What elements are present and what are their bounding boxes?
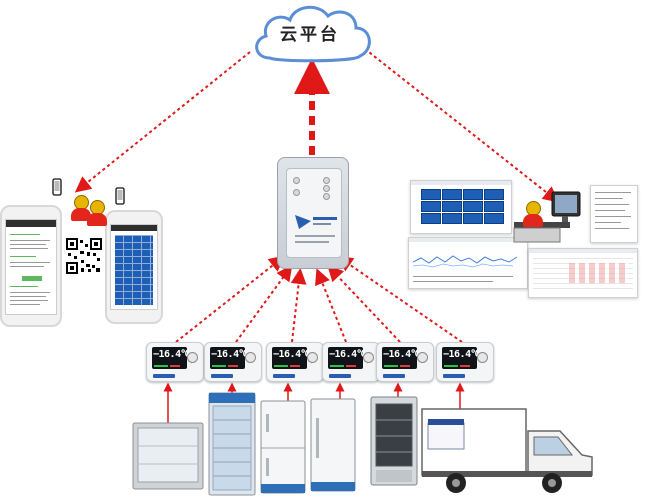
link-cloud-computer	[359, 44, 560, 203]
temperature-sensor-4: −16.4℃	[322, 342, 380, 382]
temperature-sensor-6: −16.4℃	[436, 342, 494, 382]
sensor-reading: −16.4℃	[211, 349, 245, 360]
link-sensor-5	[327, 265, 401, 343]
refrigerator-icon	[208, 392, 256, 496]
temperature-sensor-3: −16.4℃	[266, 342, 324, 382]
sensor-button-icon	[245, 352, 256, 363]
sensor-button-icon	[417, 352, 428, 363]
sensor-button-icon	[307, 352, 318, 363]
link-sensor-6	[336, 255, 463, 343]
gateway-front-panel	[286, 168, 342, 258]
truck-icon	[421, 408, 593, 493]
dashboard-screen-2	[590, 185, 638, 243]
smartphone-icon	[115, 187, 125, 205]
cloud-icon	[255, 5, 371, 63]
smartphone-icon	[52, 178, 62, 196]
link-sensor-2	[235, 264, 293, 343]
temperature-sensor-2: −16.4℃	[204, 342, 262, 382]
qr-code-icon	[66, 238, 102, 274]
cloud-platform-label: 云平台	[280, 25, 340, 45]
sensor-reading: −16.4℃	[329, 349, 363, 360]
sensor-button-icon	[477, 352, 488, 363]
sensor-reading: −16.4℃	[443, 349, 477, 360]
refrigerator-icon	[370, 396, 418, 486]
dashboard-screen-1	[410, 180, 512, 234]
link-sensor-4	[315, 268, 347, 343]
sensor-button-icon	[363, 352, 374, 363]
temperature-sensor-5: −16.4℃	[376, 342, 434, 382]
refrigerator-icon	[132, 422, 204, 490]
sensor-reading: −16.4℃	[383, 349, 417, 360]
refrigerator-icon	[260, 400, 306, 494]
link-sensor-3	[290, 268, 307, 343]
refrigerator-icon	[310, 398, 356, 492]
sensor-reading: −16.4℃	[153, 349, 187, 360]
gateway-device	[277, 157, 349, 269]
smartphone-right	[105, 210, 163, 324]
temperature-sensor-1: −16.4℃	[146, 342, 204, 382]
computer-icon	[513, 191, 581, 243]
sensor-reading: −16.4℃	[273, 349, 307, 360]
dashboard-screen-4	[528, 248, 638, 298]
link-sensor-1	[175, 255, 286, 343]
sensor-button-icon	[187, 352, 198, 363]
link-cloud-phones	[74, 51, 251, 193]
smartphone-left	[0, 205, 62, 327]
dashboard-screen-3	[408, 237, 528, 289]
gateway-logo-icon	[295, 215, 311, 229]
